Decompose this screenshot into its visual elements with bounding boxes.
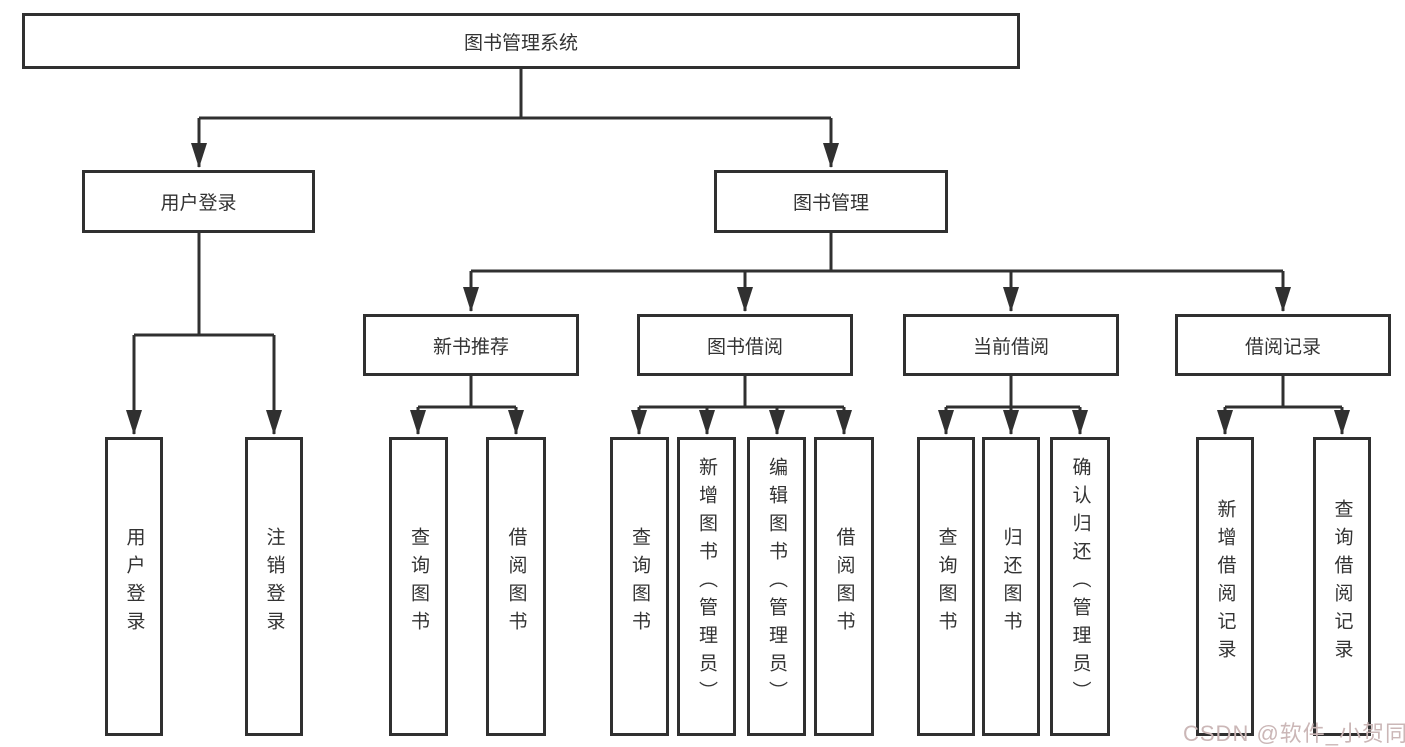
leaf-query-books-borrowing: 查询图书 <box>610 437 669 736</box>
node-label: 新书推荐 <box>432 336 509 358</box>
node-label: 查询图书 <box>629 526 650 639</box>
leaf-query-books-current: 查询图书 <box>917 437 975 736</box>
node-current-borrowing: 当前借阅 <box>903 314 1119 376</box>
node-label: 新增图书（管理员） <box>696 456 717 709</box>
node-label: 用户登录 <box>160 193 237 214</box>
node-user-login: 用户登录 <box>82 170 315 233</box>
node-label: 查询图书 <box>408 526 429 639</box>
leaf-user-login: 用户登录 <box>105 437 163 736</box>
leaf-logout: 注销登录 <box>245 437 303 736</box>
node-label: 用户登录 <box>123 526 145 639</box>
node-book-borrowing: 图书借阅 <box>637 314 853 376</box>
node-book-management: 图书管理 <box>714 170 948 233</box>
node-borrowing-records: 借阅记录 <box>1175 314 1391 376</box>
node-label: 注销登录 <box>263 526 285 639</box>
leaf-edit-books-admin: 编辑图书（管理员） <box>747 437 806 736</box>
leaf-borrow-books-borrowing: 借阅图书 <box>814 437 874 736</box>
leaf-borrow-books-recommend: 借阅图书 <box>486 437 546 736</box>
leaf-confirm-return-admin: 确认归还（管理员） <box>1050 437 1110 736</box>
node-label: 图书借阅 <box>706 336 783 358</box>
leaf-add-borrow-record: 新增借阅记录 <box>1196 437 1254 736</box>
csdn-watermark: CSDN @软件_小贺同学 <box>1183 721 1405 746</box>
node-label: 图书管理系统 <box>463 32 578 54</box>
node-library-management-system: 图书管理系统 <box>22 13 1020 69</box>
node-label: 新增借阅记录 <box>1214 498 1236 667</box>
node-label: 借阅图书 <box>833 526 855 639</box>
leaf-add-books-admin: 新增图书（管理员） <box>677 437 736 736</box>
leaf-query-books-recommend: 查询图书 <box>389 437 448 736</box>
leaf-return-books: 归还图书 <box>982 437 1040 736</box>
node-label: 借阅图书 <box>505 526 527 639</box>
node-label: 确认归还（管理员） <box>1069 456 1091 709</box>
node-label: 查询借阅记录 <box>1331 498 1353 667</box>
node-label: 图书管理 <box>792 193 869 214</box>
node-new-book-recommendation: 新书推荐 <box>363 314 579 376</box>
node-label: 当前借阅 <box>972 336 1049 358</box>
leaf-query-borrow-record: 查询借阅记录 <box>1313 437 1371 736</box>
node-label: 归还图书 <box>1000 526 1022 639</box>
node-label: 编辑图书（管理员） <box>766 456 787 709</box>
node-label: 查询图书 <box>935 526 957 639</box>
node-label: 借阅记录 <box>1244 336 1321 358</box>
